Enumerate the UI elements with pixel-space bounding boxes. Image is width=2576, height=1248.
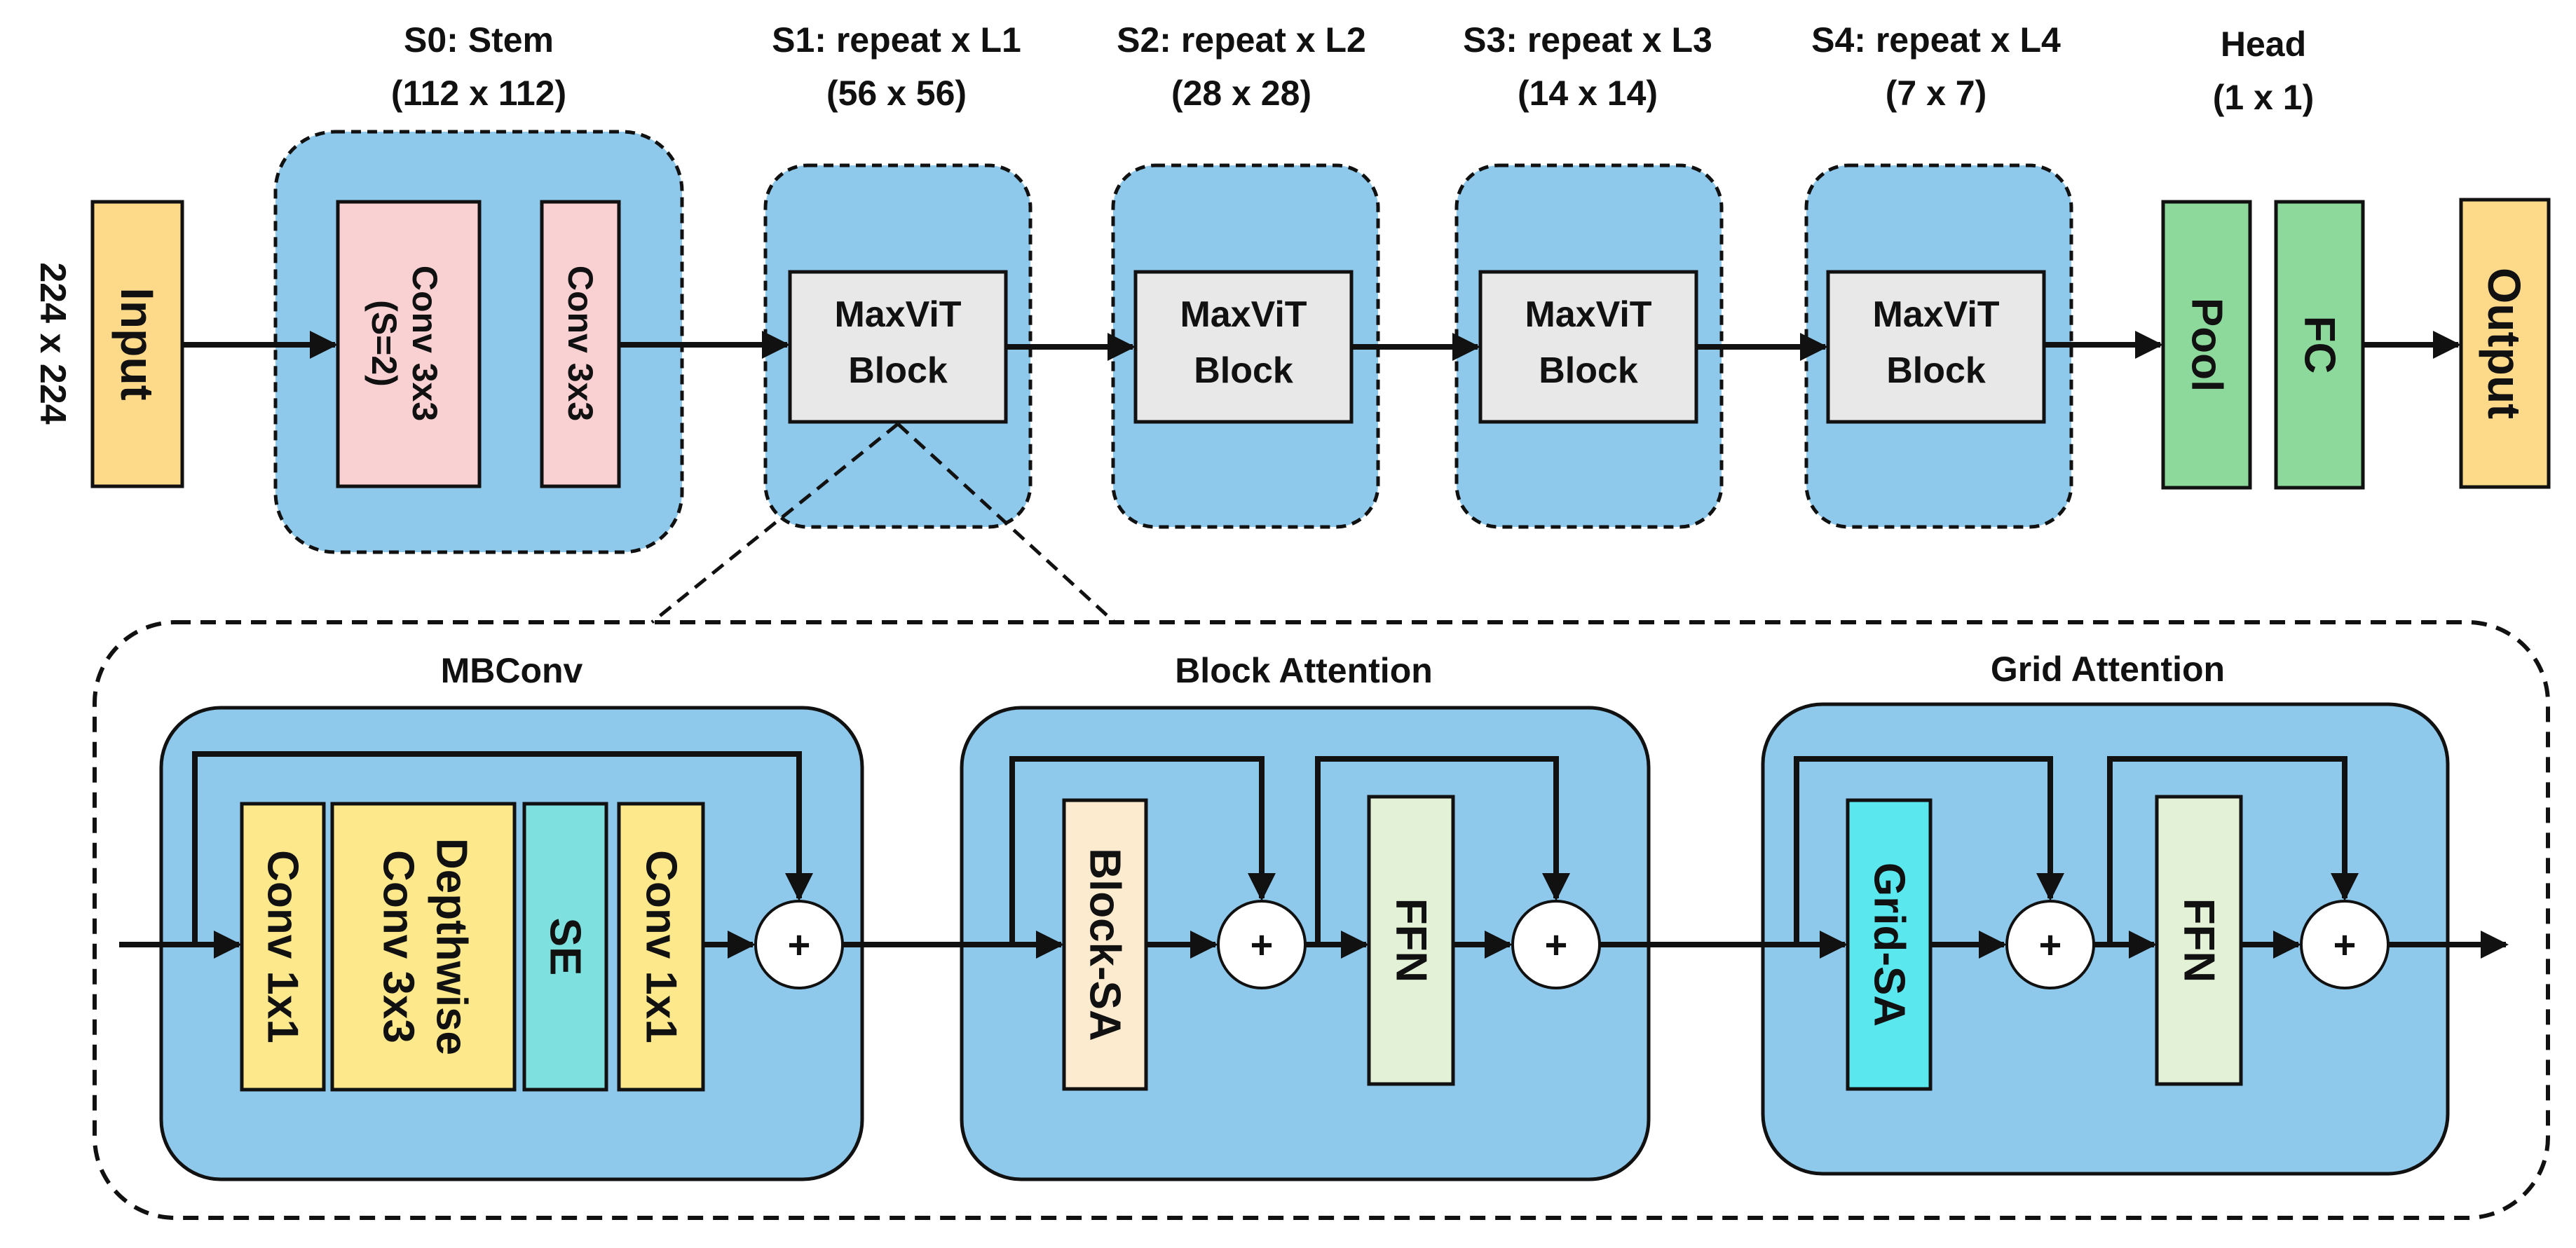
mbconv-add-symbol: + [788, 923, 811, 967]
s3-title: S3: repeat x L3 [1463, 20, 1712, 60]
s1-title: S1: repeat x L1 [772, 20, 1021, 60]
skip-grid-sa [1794, 756, 2064, 945]
stem-conv [540, 200, 621, 488]
s1-block-label-line2: Block [848, 350, 948, 391]
stem-title: S0: Stem [404, 20, 554, 60]
s3-resolution: (14 x 14) [1518, 74, 1658, 113]
top-row-arrows [182, 331, 2461, 361]
stem-conv-stride2 [336, 200, 482, 488]
s2-maxvit-block [1133, 270, 1354, 424]
s2-block-label-line1: MaxViT [1180, 294, 1307, 335]
grid-sa-box [1846, 798, 1933, 1091]
skip-grid-ffn [2107, 756, 2359, 945]
grid-attention-add-symbol-2: + [2333, 923, 2357, 967]
mbconv-depthwise-label-line2: Conv 3x3 [374, 850, 423, 1043]
s4-block-label-line1: MaxViT [1872, 294, 1999, 335]
block-attention-ffn-box [1367, 795, 1455, 1086]
s1-block-label-line1: MaxViT [834, 294, 961, 335]
s4-resolution: (7 x 7) [1886, 74, 1987, 113]
input-box [90, 200, 184, 488]
stem-conv-stride2-sublabel: (S=2) [364, 300, 404, 387]
maxvit-block-detail [93, 620, 2550, 1220]
stem-conv-label: Conv 3x3 [561, 266, 600, 421]
stem-resolution: (112 x 112) [391, 74, 566, 113]
block-attention-add-symbol-1: + [1250, 923, 1274, 967]
block-attention-ffn-label: FFN [1387, 898, 1436, 983]
s3-block-label-line2: Block [1539, 350, 1638, 391]
grid-attention-ffn-label: FFN [2175, 898, 2223, 983]
s3-block-label-line1: MaxViT [1525, 294, 1651, 335]
skip-block-ffn [1315, 756, 1570, 945]
block-sa-label: Block-SA [1081, 848, 1129, 1041]
skip-block-sa [1009, 756, 1276, 945]
grid-attention-ffn-box [2155, 795, 2243, 1086]
s1-resolution: (56 x 56) [826, 74, 967, 113]
head-resolution: (1 x 1) [2213, 78, 2315, 117]
s4-title: S4: repeat x L4 [1811, 20, 2061, 60]
detail-flow-arrows [119, 751, 2509, 959]
mbconv-title: MBConv [441, 651, 583, 690]
mbconv-conv1x1-first-label: Conv 1x1 [259, 850, 307, 1043]
mbconv-depthwise [330, 802, 517, 1092]
mbconv-se [522, 802, 608, 1092]
skip-mbconv [192, 751, 813, 945]
head-fc-box [2274, 200, 2365, 490]
block-attention-add-symbol-2: + [1545, 923, 1568, 967]
input-label: Input [111, 287, 163, 400]
s3-maxvit-block [1478, 270, 1698, 424]
block-attention-title: Block Attention [1175, 651, 1433, 690]
head-pool-label: Pool [2183, 298, 2231, 392]
stem-conv-stride2-label: Conv 3x3 [405, 266, 444, 421]
head-pool-box [2161, 200, 2252, 490]
mbconv-conv1x1-second [617, 802, 705, 1092]
grid-attention-group [1761, 702, 2450, 1176]
input-size-label: 224 x 224 [32, 262, 73, 424]
s4-block-label-line2: Block [1886, 350, 1986, 391]
block-sa-box [1062, 798, 1148, 1091]
head-title: Head [2221, 25, 2306, 64]
mbconv-depthwise-label-line1: Depthwise [428, 838, 476, 1055]
output-label: Output [2479, 268, 2530, 419]
head-fc-label: FC [2296, 316, 2344, 374]
grid-attention-title: Grid Attention [1991, 650, 2225, 689]
zoom-lines [650, 423, 1116, 624]
grid-sa-label: Grid-SA [1865, 863, 1914, 1027]
s2-block-label-line2: Block [1194, 350, 1293, 391]
mbconv-conv1x1-first [240, 802, 326, 1092]
s2-title: S2: repeat x L2 [1117, 20, 1366, 60]
mbconv-se-label: SE [541, 918, 590, 976]
grid-attention-add-symbol-1: + [2039, 923, 2062, 967]
s2-resolution: (28 x 28) [1171, 74, 1311, 113]
s4-maxvit-block [1826, 270, 2046, 424]
output-box [2459, 198, 2551, 489]
mbconv-conv1x1-second-label: Conv 1x1 [637, 850, 686, 1043]
